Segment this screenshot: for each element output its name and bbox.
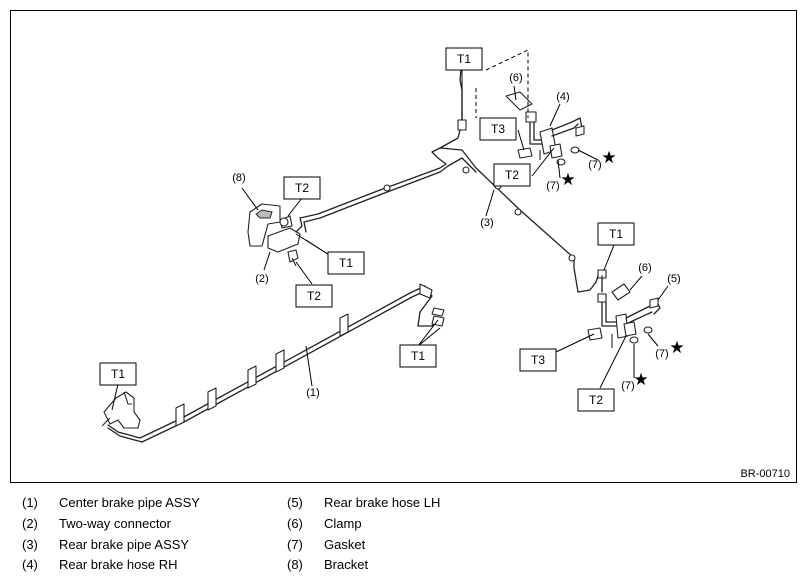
torque-label-t3-lh: T3	[519, 348, 557, 372]
legend-item: (1) Center brake pipe ASSY	[22, 495, 262, 511]
part-number-hose-rh: (4)	[556, 91, 569, 103]
torque-label-t2-rh: T2	[493, 163, 531, 187]
legend-number: (1)	[22, 495, 38, 510]
star-icon: ★	[560, 170, 575, 190]
torque-label-t2-connector: T2	[295, 284, 333, 308]
legend-number: (7)	[287, 537, 303, 552]
parts-legend: (1) Center brake pipe ASSY (2) Two-way c…	[22, 495, 782, 577]
legend-item: (7) Gasket	[287, 537, 527, 553]
part-number-hose-lh: (5)	[667, 273, 680, 285]
part-number-connector: (2)	[255, 273, 268, 285]
legend-item: (8) Bracket	[287, 557, 527, 573]
legend-text: Clamp	[324, 516, 362, 531]
torque-label-t3-rh: T3	[479, 117, 517, 141]
legend-number: (8)	[287, 557, 303, 572]
diagram-frame	[10, 10, 797, 483]
part-number-gasket-lh-inner: (7)	[621, 380, 634, 392]
part-number-center-pipe: (1)	[306, 387, 319, 399]
torque-label-t1-top: T1	[445, 47, 483, 71]
torque-label-text: T2	[589, 393, 603, 407]
star-icon: ★	[669, 338, 684, 358]
legend-text: Center brake pipe ASSY	[59, 495, 200, 510]
torque-label-text: T1	[411, 349, 425, 363]
torque-label-text: T2	[295, 181, 309, 195]
torque-label-t1-center: T1	[399, 344, 437, 368]
legend-item: (4) Rear brake hose RH	[22, 557, 262, 573]
part-number-clamp-lh: (6)	[638, 262, 651, 274]
part-number-bracket: (8)	[232, 172, 245, 184]
figure-code: BR-00710	[740, 468, 790, 480]
legend-item: (2) Two-way connector	[22, 516, 262, 532]
torque-label-text: T1	[339, 256, 353, 270]
legend-text: Rear brake hose RH	[59, 557, 178, 572]
torque-label-text: T1	[111, 367, 125, 381]
two-way-connector-and-bracket	[247, 203, 307, 267]
legend-text: Gasket	[324, 537, 366, 552]
part-number-gasket-lh-outer: (7)	[655, 348, 668, 360]
center-brake-pipe-assy	[101, 283, 445, 443]
legend-number: (2)	[22, 516, 38, 531]
legend-number: (5)	[287, 495, 303, 510]
legend-number: (6)	[287, 516, 303, 531]
torque-label-t1-lh: T1	[597, 222, 635, 246]
part-number-clamp-rh: (6)	[509, 72, 522, 84]
torque-label-t2-bracket: T2	[283, 176, 321, 200]
torque-label-t2-lh: T2	[577, 388, 615, 412]
torque-label-text: T1	[609, 227, 623, 241]
legend-number: (3)	[22, 537, 38, 552]
part-number-gasket-rh-inner: (7)	[546, 180, 559, 192]
rear-brake-hose-rh	[505, 91, 585, 166]
torque-label-text: T2	[505, 168, 519, 182]
legend-text: Bracket	[324, 557, 369, 572]
legend-text: Rear brake pipe ASSY	[59, 537, 190, 552]
legend-item: (6) Clamp	[287, 516, 527, 532]
torque-label-t1-connector: T1	[327, 251, 365, 275]
torque-label-text: T2	[307, 289, 321, 303]
legend-text: Rear brake hose LH	[324, 495, 441, 510]
brake-pipe-diagram: T1 T3 T2 T2 T1 T2 T1 T1 T1 T3 T2 (6) (4	[99, 47, 790, 480]
legend-item: (5) Rear brake hose LH	[287, 495, 527, 511]
torque-label-t1-front: T1	[99, 362, 137, 386]
legend-item: (3) Rear brake pipe ASSY	[22, 537, 262, 553]
star-icon: ★	[633, 370, 648, 390]
legend-number: (4)	[22, 557, 38, 572]
torque-label-text: T3	[531, 353, 545, 367]
torque-label-text: T1	[457, 52, 471, 66]
part-number-gasket-rh-outer: (7)	[588, 159, 601, 171]
star-icon: ★	[601, 148, 616, 168]
leader-lines	[111, 49, 669, 411]
part-number-rear-pipe: (3)	[480, 217, 493, 229]
torque-label-text: T3	[491, 122, 505, 136]
legend-text: Two-way connector	[59, 516, 171, 531]
rear-brake-hose-lh	[587, 283, 661, 348]
